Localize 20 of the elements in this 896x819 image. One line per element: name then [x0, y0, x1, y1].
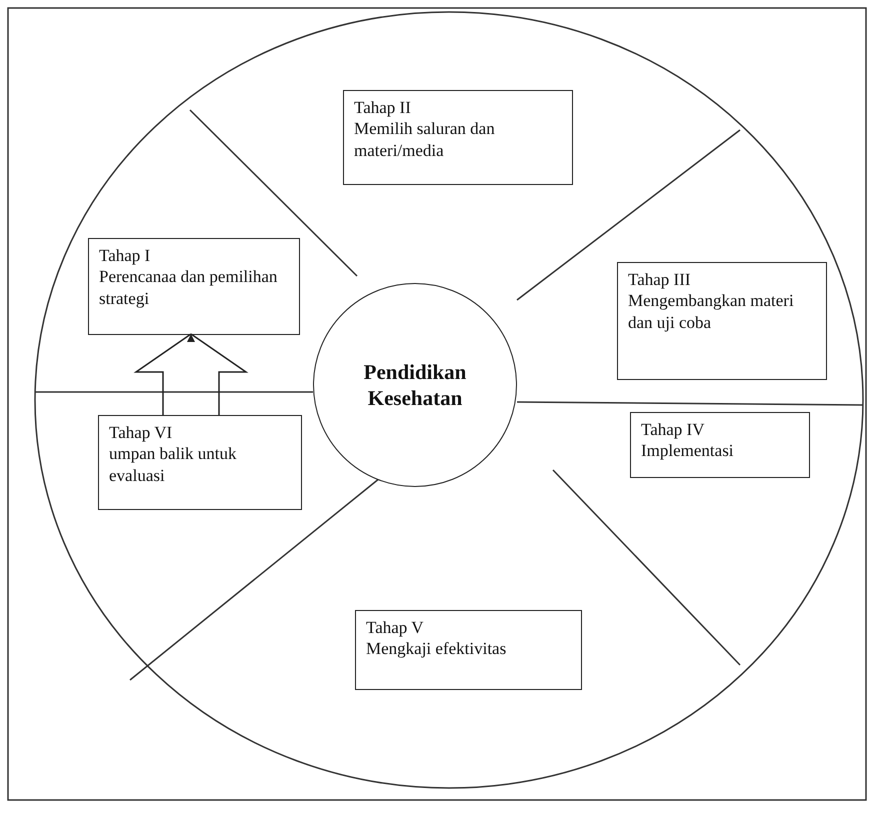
- stage-box: [355, 610, 582, 690]
- stage-description: Implementasi: [641, 440, 735, 462]
- block-arrow: [134, 333, 248, 417]
- stage-box: [617, 262, 827, 380]
- center-title: Pendidikan Kesehatan: [362, 358, 468, 412]
- stage-description: Perencanaa dan pemilihan strategi: [99, 266, 278, 309]
- stage-title: Tahap VI: [109, 422, 174, 444]
- stage-title: Tahap III: [628, 269, 692, 290]
- stage-title: Tahap II: [354, 97, 412, 118]
- stage-box: [343, 90, 573, 185]
- stage-box: [88, 238, 300, 335]
- stage-box: [98, 415, 302, 510]
- stage-title: Tahap I: [99, 245, 152, 266]
- stage-description: Mengembangkan materi dan uji coba: [628, 290, 795, 333]
- stage-box: [630, 412, 810, 478]
- stage-description: Mengkaji efektivitas: [366, 638, 508, 660]
- stage-description: Memilih saluran dan materi/media: [354, 118, 496, 161]
- stage-title: Tahap IV: [641, 419, 706, 440]
- stage-title: Tahap V: [366, 617, 425, 638]
- stage-description: umpan balik untuk evaluasi: [109, 443, 238, 486]
